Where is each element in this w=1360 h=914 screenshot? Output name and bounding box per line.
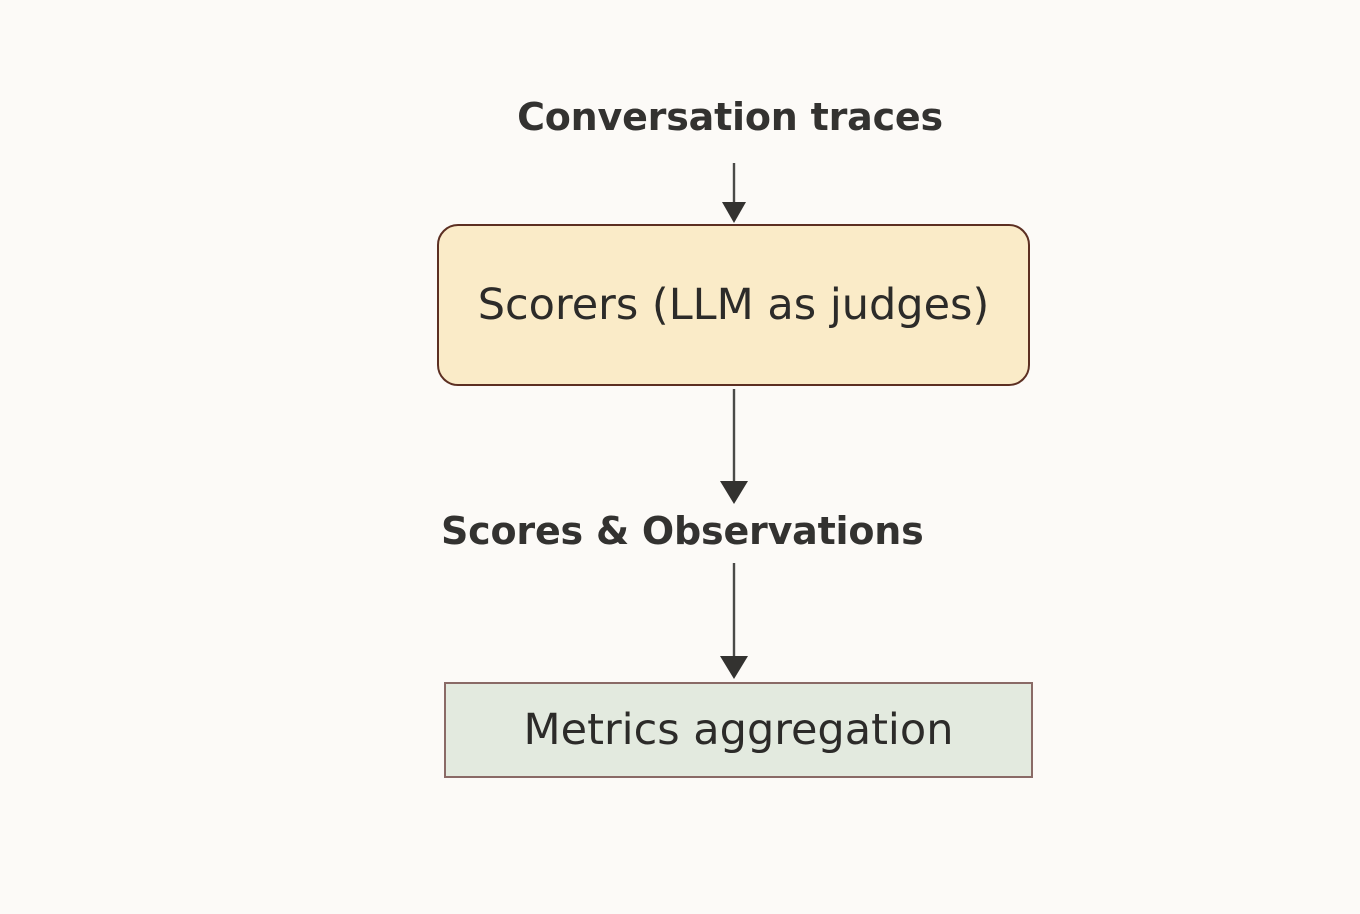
edge-conversation-traces-to-scorers xyxy=(722,163,746,223)
node-label-scores-observations: Scores & Observations xyxy=(441,509,924,553)
edge-scores-to-metrics xyxy=(720,563,748,679)
down-arrow-icon xyxy=(720,481,748,504)
edge-scorers-to-scores xyxy=(720,389,748,504)
down-arrow-icon xyxy=(720,656,748,679)
node-metrics-aggregation[interactable]: Metrics aggregation xyxy=(444,682,1033,778)
down-arrow-icon xyxy=(722,202,746,223)
node-label-conversation-traces: Conversation traces xyxy=(517,95,943,139)
node-scorers[interactable]: Scorers (LLM as judges) xyxy=(437,224,1030,386)
node-label-metrics-aggregation: Metrics aggregation xyxy=(523,705,954,755)
node-label-scorers: Scorers (LLM as judges) xyxy=(477,280,990,330)
